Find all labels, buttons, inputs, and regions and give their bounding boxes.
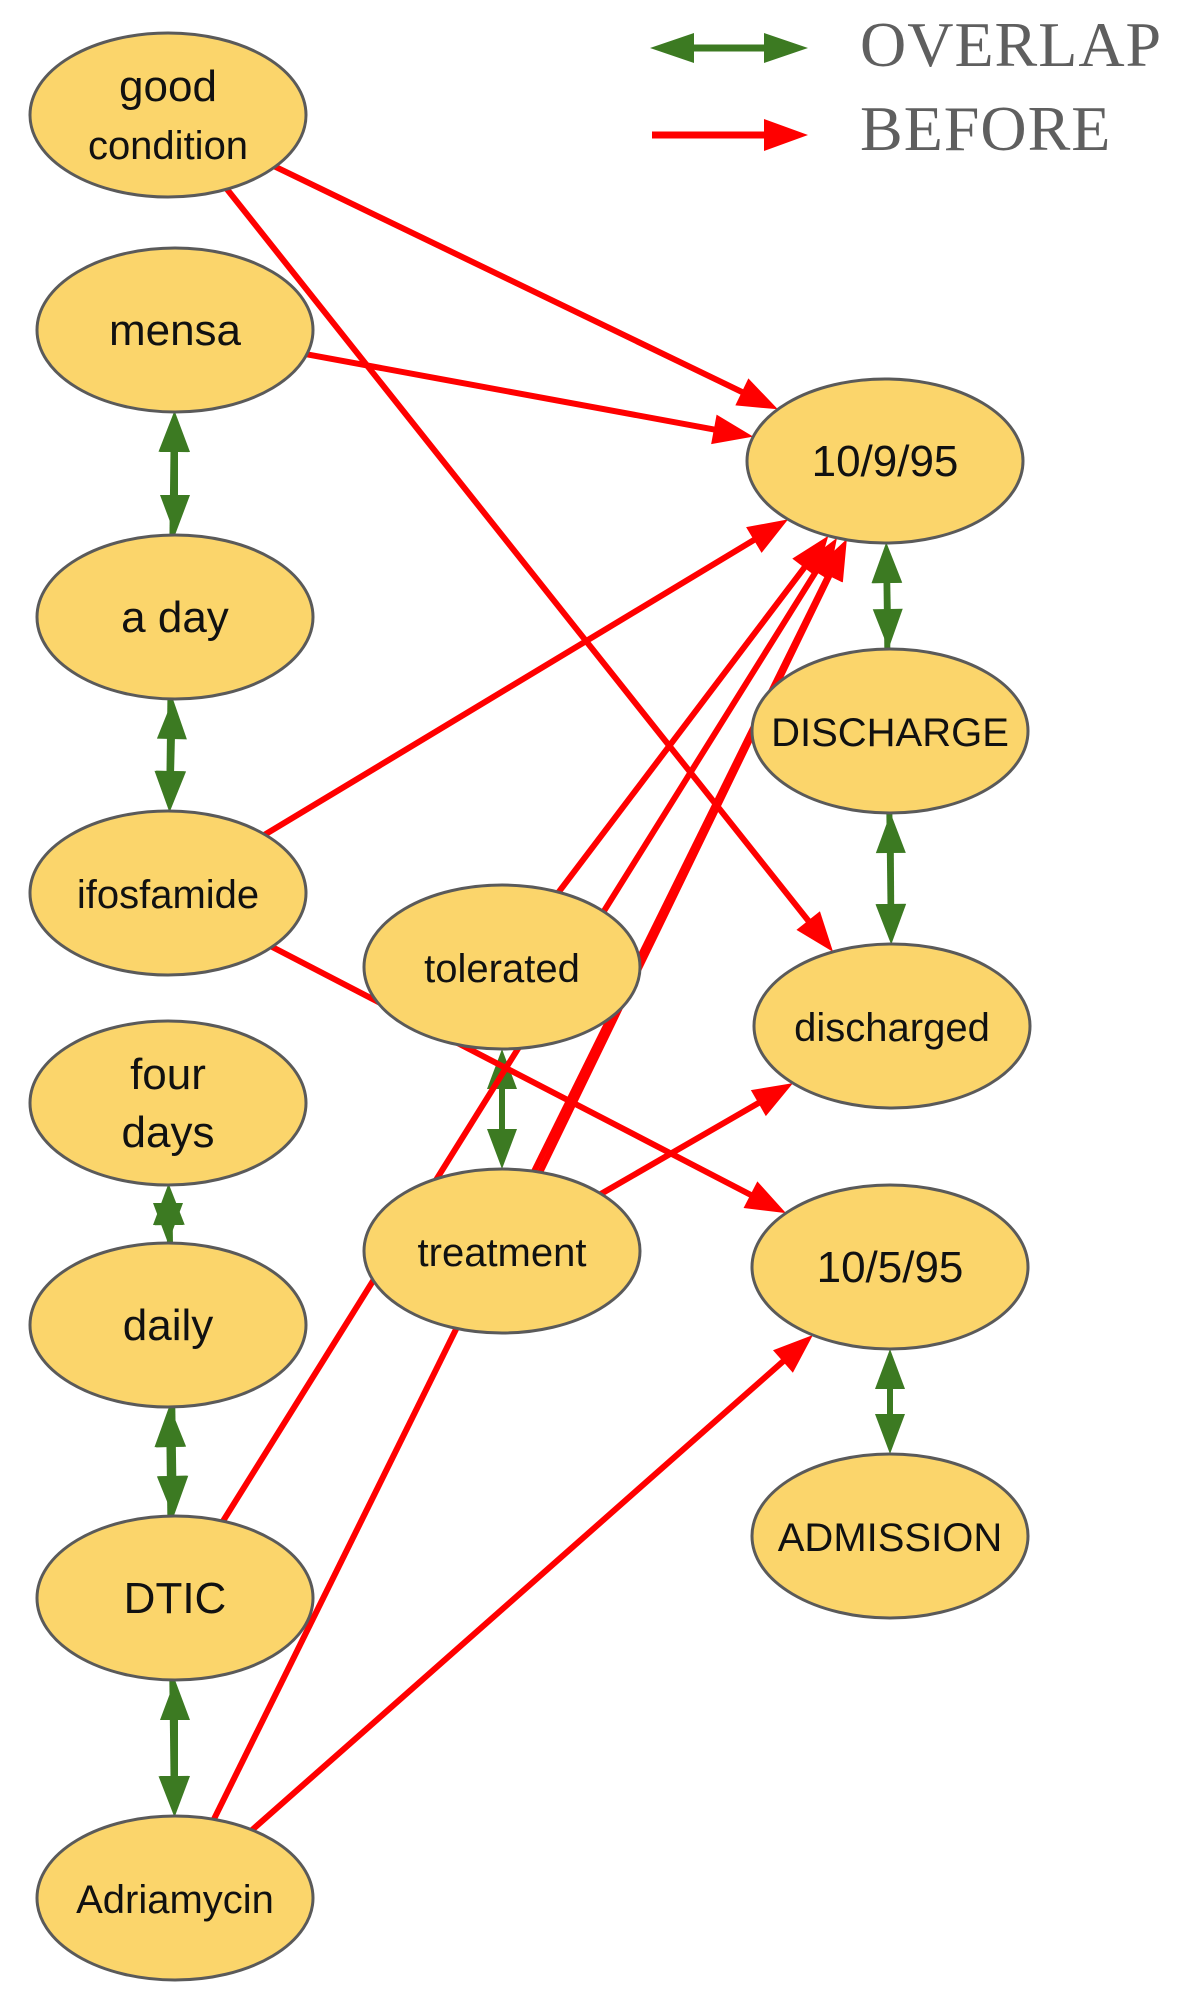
before-edge-line [556,561,811,895]
node-label: discharged [794,1006,990,1050]
node-ellipse [28,809,308,977]
legend-overlap-label: OVERLAP [860,9,1162,80]
node-ellipse [362,883,642,1051]
node-ellipse [750,1452,1030,1620]
before-arrowhead [711,414,754,445]
before-arrowhead [746,519,789,553]
node-good-condition: good condition [28,31,308,199]
before-edge-line [263,534,761,838]
node-label: condition [88,124,248,168]
before-arrowhead [743,1181,786,1214]
overlap-arrowhead [875,1349,905,1389]
overlap-arrowhead [160,1680,190,1720]
node-date-10-9-95: 10/9/95 [745,377,1025,545]
overlap-edge-a_day-ifosfamide [156,698,187,812]
overlap-arrowhead [156,770,187,812]
node-ellipse [28,1019,308,1187]
node-label: treatment [418,1231,587,1275]
node-admission: ADMISSION [750,1452,1030,1620]
overlap-arrowhead [160,1776,190,1816]
node-ellipse [750,647,1030,815]
node-mensa: mensa [35,246,315,414]
before-edge-adriamycin-date_10_5_95 [250,1335,813,1833]
node-four-days: four days [28,1019,308,1187]
node-ellipse [28,1241,308,1409]
node-label: Adriamycin [76,1878,274,1922]
node-a-day: a day [35,533,315,701]
node-dtic: DTIC [35,1514,315,1682]
node-tolerated: tolerated [362,883,642,1051]
before-edge-good_condition-date_10_9_95 [273,163,778,410]
before-edge-line [250,1355,790,1833]
node-date-10-5-95: 10/5/95 [750,1183,1030,1351]
before-arrowhead [814,539,847,583]
overlap-arrowhead [875,1414,905,1454]
node-ellipse [28,31,308,199]
node-label: DTIC [124,1574,227,1623]
before-edge-good_condition-discharged [224,187,834,952]
overlap-edge-line [167,732,176,778]
node-discharge-upper: DISCHARGE [750,647,1030,815]
node-label: four [130,1050,206,1099]
before-edge-mensa-date_10_9_95 [306,351,754,445]
before-arrowhead [773,1335,813,1373]
node-ifosfamide: ifosfamide [28,809,308,977]
overlap-edge-dtic-adriamycin [160,1680,190,1816]
node-label: daily [123,1301,214,1350]
node-daily: daily [28,1241,308,1409]
overlap-arrowhead [158,411,189,453]
node-discharged: discharged [752,942,1032,1110]
before-edge-line [270,944,758,1201]
legend-before-label: BEFORE [860,93,1111,164]
node-label: tolerated [424,947,580,991]
node-label: days [122,1108,215,1157]
node-ellipse [35,533,315,701]
node-label: ifosfamide [77,873,259,917]
before-edge-ifosfamide-date_10_5_95 [270,944,786,1214]
legend-before-arrowhead [764,119,808,151]
overlap-arrowhead [875,812,906,854]
before-arrowhead [735,378,778,410]
node-ellipse [35,1814,315,1982]
overlap-edge-discharge_upper-discharged [875,812,907,945]
node-ellipse [35,1514,315,1682]
overlap-arrowhead [871,542,902,584]
before-edge-line [306,351,721,434]
legend-overlap-arrowhead-left [650,33,694,63]
overlap-arrowhead [487,1129,517,1169]
node-ellipse [362,1167,642,1335]
overlap-arrowhead [156,698,187,740]
legend-overlap-arrowhead-right [764,33,808,63]
node-ellipse [35,246,315,414]
node-label: ADMISSION [778,1516,1002,1560]
overlap-arrowhead [154,1184,185,1226]
node-ellipse [750,1183,1030,1351]
nodes-layer: good condition mensa a day ifosfamide four day… [28,31,1032,1982]
node-treatment: treatment [362,1167,642,1335]
before-edge-ifosfamide-date_10_9_95 [263,519,789,838]
node-label: 10/9/95 [812,437,959,486]
node-label: 10/5/95 [817,1243,964,1292]
node-label: a day [121,593,229,642]
overlap-arrowhead [876,903,907,945]
before-arrowhead [750,1083,793,1117]
node-ellipse [745,377,1025,545]
overlap-arrowhead [154,1406,185,1448]
node-label: good [119,62,217,111]
before-edge-line [599,1097,766,1197]
overlap-edge-date_10_5_95-admission [875,1349,905,1454]
before-edge-treatment-discharged [599,1083,793,1197]
before-edge-tolerated-date_10_9_95 [556,535,829,895]
before-edge-line [273,163,749,398]
node-ellipse [752,942,1032,1110]
before-arrowhead [796,911,834,952]
node-label: mensa [109,306,242,355]
node-adriamycin: Adriamycin [35,1814,315,1982]
node-label: DISCHARGE [771,711,1009,755]
before-arrowhead [792,535,829,577]
legend: OVERLAP BEFORE [650,9,1162,164]
